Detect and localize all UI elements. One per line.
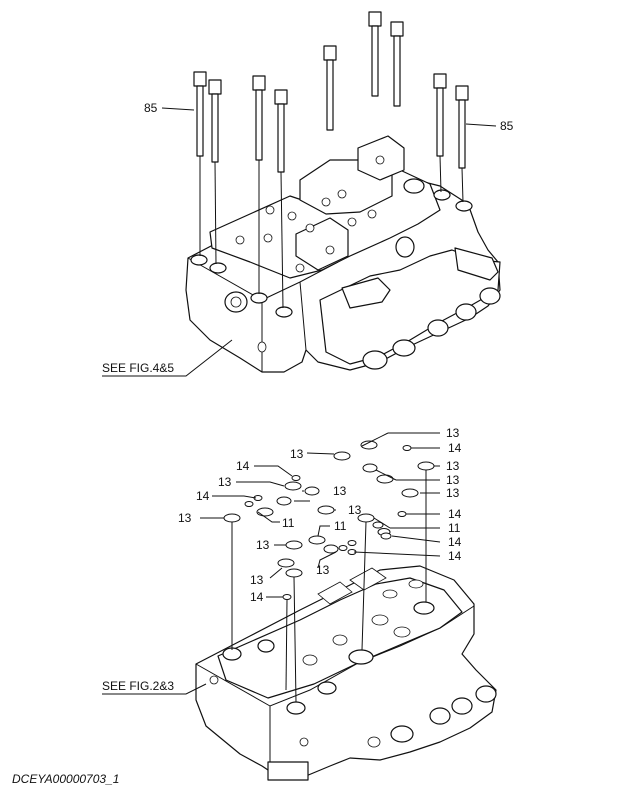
upper-callouts: 85 85 SEE FIG.4&5 <box>102 101 514 377</box>
o-ring <box>333 451 351 461</box>
seal-parts <box>223 440 435 600</box>
projection-lines <box>231 470 427 703</box>
o-ring-small <box>402 445 412 451</box>
upper-valve-assembly <box>185 135 501 373</box>
callout-13: 13 <box>316 563 330 577</box>
backup-ring <box>380 532 392 540</box>
callout-13: 13 <box>218 475 232 489</box>
see-fig-2-3-label: SEE FIG.2&3 <box>102 679 174 693</box>
o-ring <box>277 558 295 568</box>
callout-13: 13 <box>446 473 460 487</box>
o-ring <box>401 488 419 498</box>
o-ring <box>304 486 320 496</box>
o-ring <box>417 461 435 471</box>
backup-ring <box>372 521 384 529</box>
bolt <box>390 21 404 107</box>
callout-14: 14 <box>448 507 462 521</box>
bolt <box>252 75 266 294</box>
lower-callouts: 13 14 13 14 13 13 13 14 13 13 14 11 13 1… <box>102 426 462 693</box>
callout-14: 14 <box>236 459 250 473</box>
o-ring-small <box>397 511 407 517</box>
callout-11: 11 <box>448 521 461 535</box>
callout-13: 13 <box>333 484 347 498</box>
o-ring-small <box>338 545 348 551</box>
o-ring <box>285 568 303 578</box>
callout-11: 11 <box>334 519 347 533</box>
callout-85-right: 85 <box>500 119 514 133</box>
callout-14: 14 <box>448 535 462 549</box>
o-ring <box>323 544 339 554</box>
callout-13: 13 <box>178 511 192 525</box>
bolt <box>193 71 207 256</box>
callout-13: 13 <box>348 503 362 517</box>
bolt <box>368 11 382 97</box>
callout-11: 11 <box>282 516 295 530</box>
bolt <box>274 89 288 309</box>
callout-13: 13 <box>256 538 270 552</box>
o-ring-small <box>291 475 301 481</box>
callout-14: 14 <box>196 489 210 503</box>
o-ring-small <box>244 501 254 507</box>
bolt <box>323 45 337 131</box>
lower-leaders <box>102 432 441 695</box>
lower-valve-assembly <box>195 565 497 781</box>
o-ring-small <box>282 594 292 600</box>
o-ring <box>360 440 378 450</box>
o-ring <box>308 535 326 545</box>
callout-85-left: 85 <box>144 101 158 115</box>
callout-14: 14 <box>250 590 264 604</box>
callout-13: 13 <box>250 573 264 587</box>
o-ring <box>284 481 302 491</box>
o-ring <box>285 540 303 550</box>
callout-13: 13 <box>446 426 460 440</box>
o-ring <box>317 505 335 515</box>
bolts-85 <box>193 11 469 309</box>
o-ring <box>362 463 378 473</box>
o-ring-small <box>347 540 357 546</box>
o-ring <box>276 496 292 506</box>
bolt <box>433 73 447 193</box>
callout-13: 13 <box>446 486 460 500</box>
callout-13: 13 <box>446 459 460 473</box>
callout-14: 14 <box>448 441 462 455</box>
callout-14: 14 <box>448 549 462 563</box>
callout-13: 13 <box>290 447 304 461</box>
o-ring <box>223 513 241 523</box>
see-fig-4-5-label: SEE FIG.4&5 <box>102 361 174 375</box>
o-ring <box>256 507 274 517</box>
document-id: DCEYA00000703_1 <box>12 772 120 786</box>
bolt <box>455 85 469 203</box>
bolt <box>208 79 222 265</box>
o-ring <box>376 474 394 484</box>
